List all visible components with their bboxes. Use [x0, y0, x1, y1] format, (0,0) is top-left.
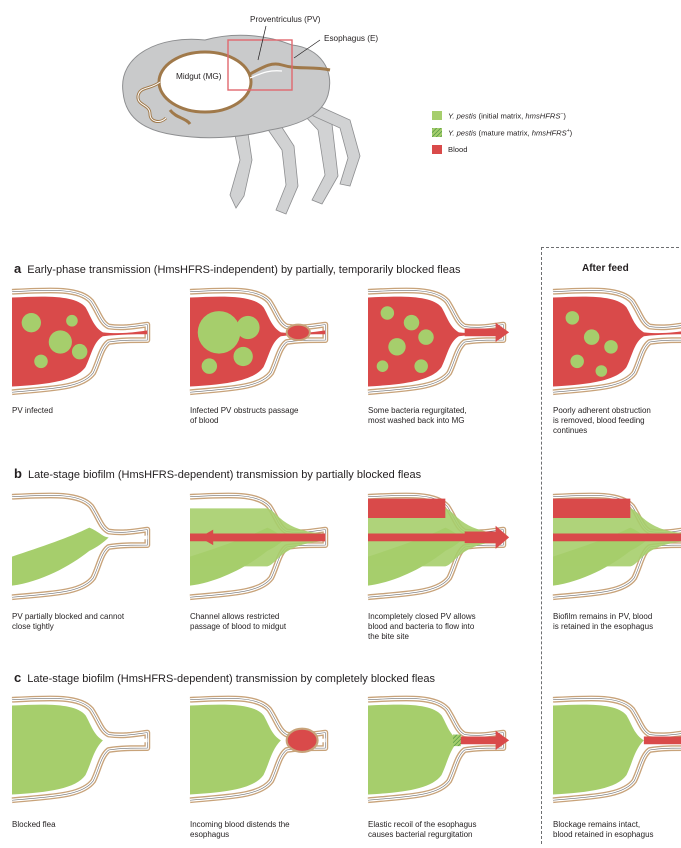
- row-letter: b: [14, 466, 22, 481]
- distended-esophagus: [287, 325, 310, 340]
- bacteria-cluster: [414, 359, 428, 373]
- panel-r1-c1: [190, 487, 335, 607]
- distended-esophagus: [287, 729, 318, 752]
- caption-r2-c3: Blockage remains intact,blood retained i…: [553, 820, 654, 840]
- caption-line: Biofilm remains in PV, blood: [553, 612, 653, 622]
- legend-species: Y. pestis: [448, 112, 476, 121]
- panel-r2-c1: [190, 690, 335, 810]
- panel-r0-c0: [12, 282, 157, 402]
- panel-r2-c3: [553, 690, 681, 810]
- bacteria-cluster: [234, 347, 253, 366]
- bacteria-cluster: [236, 316, 259, 339]
- caption-line: Incompletely closed PV allows: [368, 612, 476, 622]
- retained-blood: [644, 736, 681, 744]
- bacteria-cluster: [570, 355, 584, 369]
- legend-item-mature-matrix: Y. pestis (mature matrix, hmsHFRS+): [432, 128, 572, 138]
- caption-line: is retained in the esophagus: [553, 622, 653, 632]
- bacteria-cluster: [202, 358, 217, 373]
- mature-matrix: [453, 735, 461, 747]
- green-hatched-swatch: [432, 128, 442, 137]
- bacteria-cluster: [604, 340, 618, 354]
- bacteria-cluster: [566, 311, 580, 325]
- row-letter: c: [14, 670, 21, 685]
- caption-line: most washed back into MG: [368, 416, 467, 426]
- blood-channel: [553, 533, 681, 541]
- bacteria-cluster: [34, 355, 48, 369]
- caption-line: the bite site: [368, 632, 476, 642]
- green-solid-swatch: [432, 111, 442, 120]
- bacteria-cluster: [596, 365, 608, 377]
- bacteria-cluster: [388, 338, 405, 355]
- caption-line: close tightly: [12, 622, 124, 632]
- blood-area: [368, 499, 445, 518]
- legend-item-blood: Blood: [432, 145, 467, 154]
- blockage: [553, 705, 644, 795]
- caption-r2-c0: Blocked flea: [12, 820, 56, 830]
- bacteria-cluster: [381, 306, 395, 320]
- bacteria-cluster: [198, 311, 241, 354]
- caption-line: Blocked flea: [12, 820, 56, 830]
- panel-r1-c0: [12, 487, 157, 607]
- caption-line: Blockage remains intact,: [553, 820, 654, 830]
- bacteria-cluster: [404, 315, 419, 330]
- midgut-label: Midgut (MG): [176, 72, 222, 83]
- red-swatch: [432, 145, 442, 154]
- caption-r0-c2: Some bacteria regurgitated,most washed b…: [368, 406, 467, 426]
- panel-r0-c2: [368, 282, 513, 402]
- bacteria-cluster: [584, 329, 599, 344]
- caption-line: blood and bacteria to flow into: [368, 622, 476, 632]
- bacteria-cluster: [72, 344, 87, 359]
- caption-line: PV infected: [12, 406, 53, 416]
- caption-line: blood retained in esophagus: [553, 830, 654, 840]
- caption-line: causes bacterial regurgitation: [368, 830, 477, 840]
- bacteria-cluster: [377, 360, 389, 372]
- caption-line: of blood: [190, 416, 299, 426]
- caption-line: passage of blood to midgut: [190, 622, 286, 632]
- bacteria-cluster: [22, 313, 41, 332]
- caption-r0-c0: PV infected: [12, 406, 53, 416]
- blockage: [12, 705, 103, 795]
- bacteria-cluster: [66, 315, 78, 327]
- caption-line: Incoming blood distends the: [190, 820, 290, 830]
- caption-line: Channel allows restricted: [190, 612, 286, 622]
- esophagus-label: Esophagus (E): [324, 34, 378, 45]
- legend-item-initial-matrix: Y. pestis (initial matrix, hmsHFRS−): [432, 111, 566, 121]
- caption-line: Poorly adherent obstruction: [553, 406, 651, 416]
- panel-r1-c3: [553, 487, 681, 607]
- caption-line: Some bacteria regurgitated,: [368, 406, 467, 416]
- caption-line: Infected PV obstructs passage: [190, 406, 299, 416]
- blockage: [190, 705, 281, 795]
- row-letter: a: [14, 261, 21, 276]
- caption-r0-c3: Poorly adherent obstructionis removed, b…: [553, 406, 651, 436]
- blood-area: [553, 499, 630, 518]
- bacteria-cluster: [49, 330, 72, 353]
- caption-line: esophagus: [190, 830, 290, 840]
- panel-r1-c2: [368, 487, 513, 607]
- panel-r2-c2: [368, 690, 513, 810]
- panel-r0-c3: [553, 282, 681, 402]
- panel-r0-c1: [190, 282, 335, 402]
- bacteria-cluster: [418, 329, 433, 344]
- proventriculus-label: Proventriculus (PV): [250, 15, 321, 26]
- caption-line: Elastic recoil of the esophagus: [368, 820, 477, 830]
- caption-line: is removed, blood feeding: [553, 416, 651, 426]
- caption-line: PV partially blocked and cannot: [12, 612, 124, 622]
- blockage: [368, 705, 459, 795]
- panel-r2-c0: [12, 690, 157, 810]
- after-feed-header: After feed: [582, 263, 629, 274]
- caption-line: continues: [553, 426, 651, 436]
